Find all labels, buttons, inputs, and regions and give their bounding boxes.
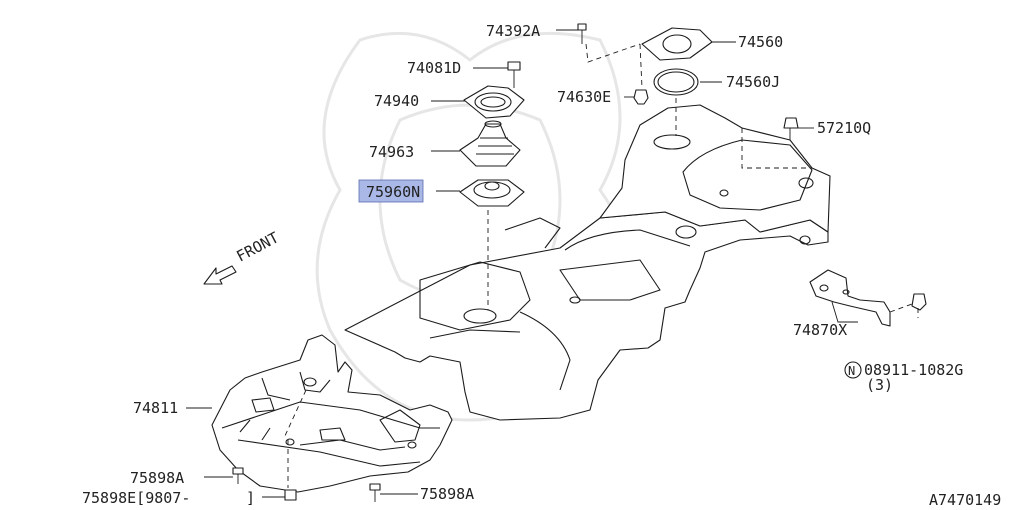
label-74392a[interactable]: 74392A (486, 22, 540, 40)
bracket-74870x (809, 269, 927, 327)
label-74963[interactable]: 74963 (369, 143, 414, 161)
label-75898e-close: ] (246, 489, 255, 507)
label-74811[interactable]: 74811 (133, 399, 178, 417)
nut-symbol: N (848, 364, 855, 378)
label-75898e[interactable]: 75898E[9807- (82, 489, 190, 507)
label-74560[interactable]: 74560 (738, 33, 783, 51)
label-74081d[interactable]: 74081D (407, 59, 461, 77)
label-74560j[interactable]: 74560J (726, 73, 780, 91)
label-74940[interactable]: 74940 (374, 92, 419, 110)
fasteners-bottom (232, 389, 381, 502)
leader-lines (186, 29, 858, 498)
label-57210q[interactable]: 57210Q (817, 119, 871, 137)
front-label: FRONT (233, 228, 281, 265)
label-74630e[interactable]: 74630E (557, 88, 611, 106)
label-75960n[interactable]: 75960N (366, 183, 420, 201)
label-75898a-left[interactable]: 75898A (130, 469, 184, 487)
part-labels: 74392A 74560 74081D 74560J 74940 74630E … (82, 22, 1001, 509)
nut-symbol-icon (844, 361, 862, 379)
front-arrow: FRONT (203, 228, 282, 285)
shift-stack (459, 23, 799, 310)
highlight-75960n (358, 179, 424, 203)
under-cover-74811 (211, 334, 453, 493)
label-08911-1082g[interactable]: 08911-1082G (864, 361, 963, 379)
figure-code: A7470149 (929, 491, 1001, 509)
label-08911-qty: (3) (866, 376, 893, 394)
label-74870x[interactable]: 74870X (793, 321, 847, 339)
floor-panel (344, 104, 831, 421)
label-75898a-right[interactable]: 75898A (420, 485, 474, 503)
